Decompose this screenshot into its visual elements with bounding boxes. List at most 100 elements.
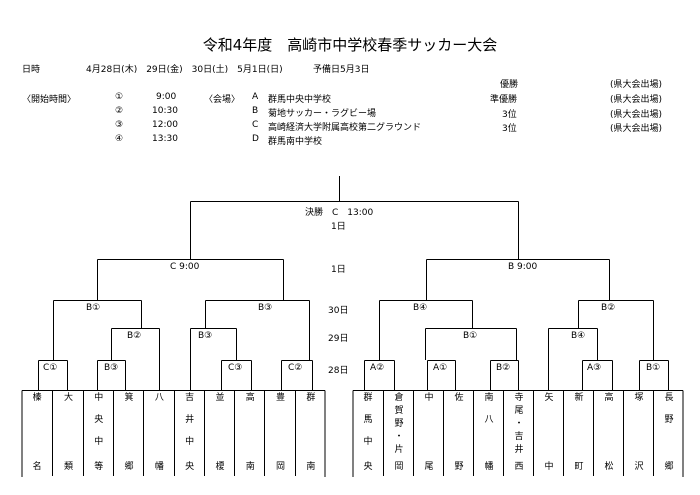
team-char: 南	[484, 393, 494, 403]
team-name: 榛名	[22, 390, 52, 476]
team-char: 寺	[514, 393, 524, 403]
qf-day: 30日	[328, 306, 349, 316]
team-char: 大	[63, 393, 73, 403]
dates-label: 日時	[22, 65, 41, 75]
team-char: 尾	[514, 406, 524, 416]
team-char: 中	[544, 462, 554, 472]
team-char: 町	[574, 462, 584, 472]
team-char: 松	[604, 462, 614, 472]
team-char: 沢	[634, 462, 644, 472]
dates-text: 4月28日(木) 29日(金) 30日(土) 5月1日(日)	[86, 65, 283, 75]
team-char: 井	[185, 415, 195, 425]
team-name: 中尾	[413, 390, 444, 476]
r2-label: B④	[571, 331, 586, 341]
team-char: 井	[514, 445, 524, 455]
start-time: 10:30	[152, 106, 178, 116]
team-char: 野	[454, 462, 464, 472]
result-place: 3位	[502, 110, 517, 120]
qf-label: B①	[86, 303, 101, 313]
reserve-day: 予備日5月3日	[313, 65, 370, 75]
r1-label: A①	[433, 363, 448, 373]
venue-code: C	[252, 120, 259, 130]
team-char: 央	[363, 462, 373, 472]
team-char: 央	[185, 462, 195, 472]
team-name: 箕郷	[112, 390, 144, 476]
start-time: 9:00	[156, 92, 177, 102]
team-char: 馬	[363, 415, 373, 425]
r2-label: B②	[127, 331, 142, 341]
venue-code: D	[252, 134, 259, 144]
r1-label: C①	[43, 363, 58, 373]
team-char: 南	[306, 462, 316, 472]
team-name: 新町	[563, 390, 594, 476]
team-char: 郷	[124, 462, 134, 472]
team-char: 八	[484, 415, 494, 425]
team-name: 八幡	[143, 390, 174, 476]
team-char: 高	[604, 393, 614, 403]
venue-name: 群馬中央中学校	[268, 95, 332, 105]
team-name: 佐野	[443, 390, 474, 476]
team-name: 高南	[234, 390, 265, 476]
start-num: ①	[115, 92, 124, 102]
team-name: 群馬中央	[353, 390, 383, 476]
team-char: 箕	[124, 393, 134, 403]
team-char: 吉	[185, 393, 195, 403]
team-name: 群南	[294, 390, 326, 476]
r2-label: B①	[463, 331, 478, 341]
team-char: 賀	[394, 406, 404, 416]
start-num: ③	[115, 120, 124, 130]
team-char: 榛	[32, 393, 42, 403]
r1-label: B①	[646, 363, 661, 373]
team-char: 央	[94, 415, 104, 425]
final-label: 決勝 C 13:00	[305, 208, 374, 218]
team-name: 倉賀野・片岡	[383, 390, 414, 476]
r2-label: B③	[198, 331, 213, 341]
team-char: 南	[245, 462, 255, 472]
venue-code: B	[252, 106, 259, 116]
result-note: (県大会出場)	[610, 80, 663, 90]
semi-day: 1日	[331, 265, 346, 275]
result-place: 優勝	[500, 80, 519, 90]
team-char: 西	[514, 462, 524, 472]
team-char: 倉	[394, 393, 404, 403]
team-char: 郷	[664, 462, 674, 472]
semi-left-label: C 9:00	[170, 262, 200, 272]
team-char: 中	[363, 437, 373, 447]
team-char: 佐	[454, 393, 464, 403]
start-time-label: 〈開始時間〉	[22, 95, 77, 105]
qf-label: B④	[413, 303, 428, 313]
team-char: 尾	[424, 462, 434, 472]
result-note: (県大会出場)	[610, 110, 663, 120]
team-char: 野	[394, 419, 404, 429]
start-time: 12:00	[152, 120, 178, 130]
r2-day: 29日	[328, 334, 349, 344]
venue-label: 〈会場〉	[204, 95, 241, 105]
venue-name: 高崎経済大学附属高校第二グラウンド	[268, 123, 422, 133]
r1-label: B②	[496, 363, 511, 373]
venue-code: A	[252, 92, 259, 102]
r1-label: C②	[288, 363, 303, 373]
team-name: 中央中等	[82, 390, 114, 476]
r1-label: B③	[104, 363, 119, 373]
page-title: 令和4年度 高崎市中学校春季サッカー大会	[202, 36, 498, 54]
team-name: 塚沢	[623, 390, 654, 476]
team-name: 矢中	[533, 390, 564, 476]
team-name: 大類	[52, 390, 83, 476]
team-char: 矢	[544, 393, 554, 403]
qf-label: B③	[258, 303, 273, 313]
team-char: 幡	[154, 462, 164, 472]
result-place: 3位	[502, 124, 517, 134]
final-day: 1日	[331, 222, 346, 232]
team-name: 高松	[593, 390, 624, 476]
team-char: 中	[424, 393, 434, 403]
team-char: 中	[185, 437, 195, 447]
start-num: ②	[115, 106, 124, 116]
qf-label: B②	[601, 303, 616, 313]
team-name: 吉井中央	[173, 390, 205, 476]
team-char: ・	[514, 419, 524, 429]
team-char: 岡	[276, 462, 286, 472]
semi-right-label: B 9:00	[508, 262, 538, 272]
result-note: (県大会出場)	[610, 124, 663, 134]
team-char: 吉	[514, 432, 524, 442]
result-note: (県大会出場)	[610, 95, 663, 105]
